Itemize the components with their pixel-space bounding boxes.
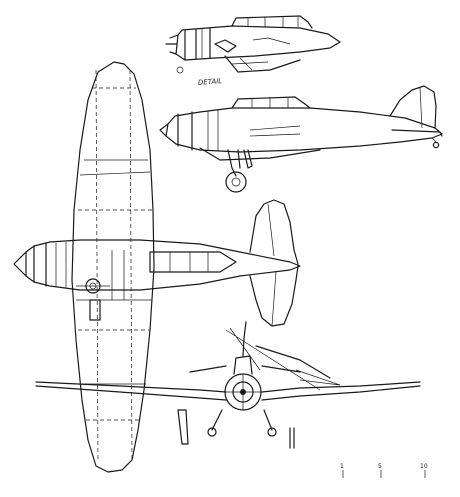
plan-view [13, 61, 301, 473]
scale-mark-1: 1 [340, 463, 344, 470]
detail-caption: DETAIL [198, 77, 223, 87]
scale-bar: 1 5 10 [340, 463, 428, 478]
detail-side-view [165, 15, 341, 74]
front-view [35, 321, 421, 449]
side-view [159, 85, 443, 193]
scale-mark-5: 5 [378, 463, 382, 470]
scale-mark-10: 10 [420, 463, 428, 470]
